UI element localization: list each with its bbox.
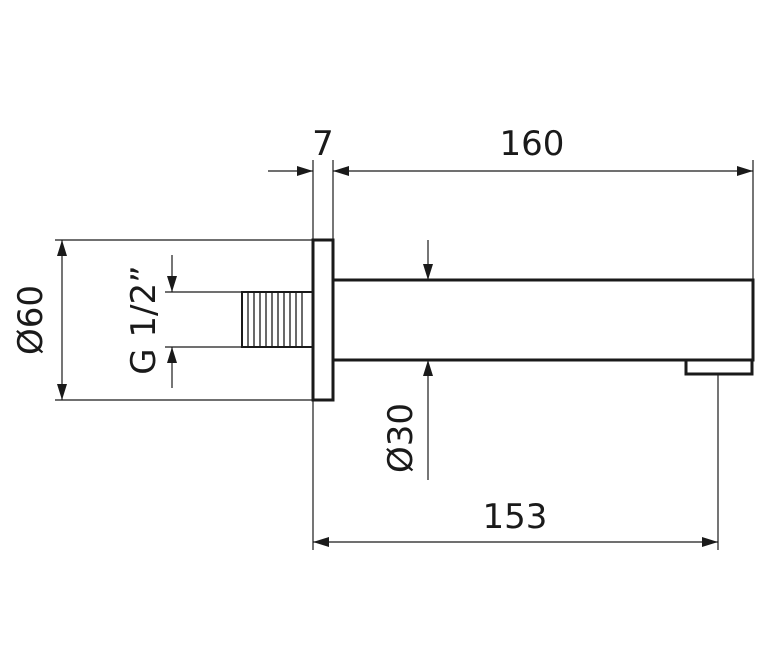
arrow-60-top: [57, 240, 67, 256]
arrow-30-top: [423, 264, 433, 280]
outlet-aerator: [684, 358, 754, 376]
dim-label-spout-diameter: Ø30: [381, 403, 421, 473]
part-outline: [241, 238, 755, 402]
arrow-thread-bottom: [167, 347, 177, 363]
dim-label-spout-length: 160: [500, 124, 565, 164]
dim-label-thread-size: G 1/2”: [124, 265, 164, 375]
spout-diameter-dimension: Ø30: [381, 240, 433, 480]
arrow-30-bottom: [423, 360, 433, 376]
thread-lines: [247, 292, 303, 347]
dim-label-flange-thickness: 7: [312, 124, 334, 164]
flange-diameter-dimension: Ø60: [11, 239, 313, 401]
arrow-160-right: [737, 166, 753, 176]
spout-body: [331, 278, 755, 362]
dim-label-flange-diameter: Ø60: [11, 285, 51, 355]
arrow-60-bottom: [57, 384, 67, 400]
arrow-153-right: [702, 537, 718, 547]
arrow-153-left: [313, 537, 329, 547]
arrow-160-left: [333, 166, 349, 176]
top-dimension-group: 7 160: [268, 124, 754, 280]
arrow-thread-top: [167, 276, 177, 292]
thread-size-dimension: G 1/2”: [124, 255, 242, 388]
outlet-distance-dimension: 153: [312, 374, 719, 550]
dim-label-outlet-distance: 153: [483, 497, 548, 537]
arrow-7-left: [297, 166, 313, 176]
wall-flange: [311, 238, 335, 402]
